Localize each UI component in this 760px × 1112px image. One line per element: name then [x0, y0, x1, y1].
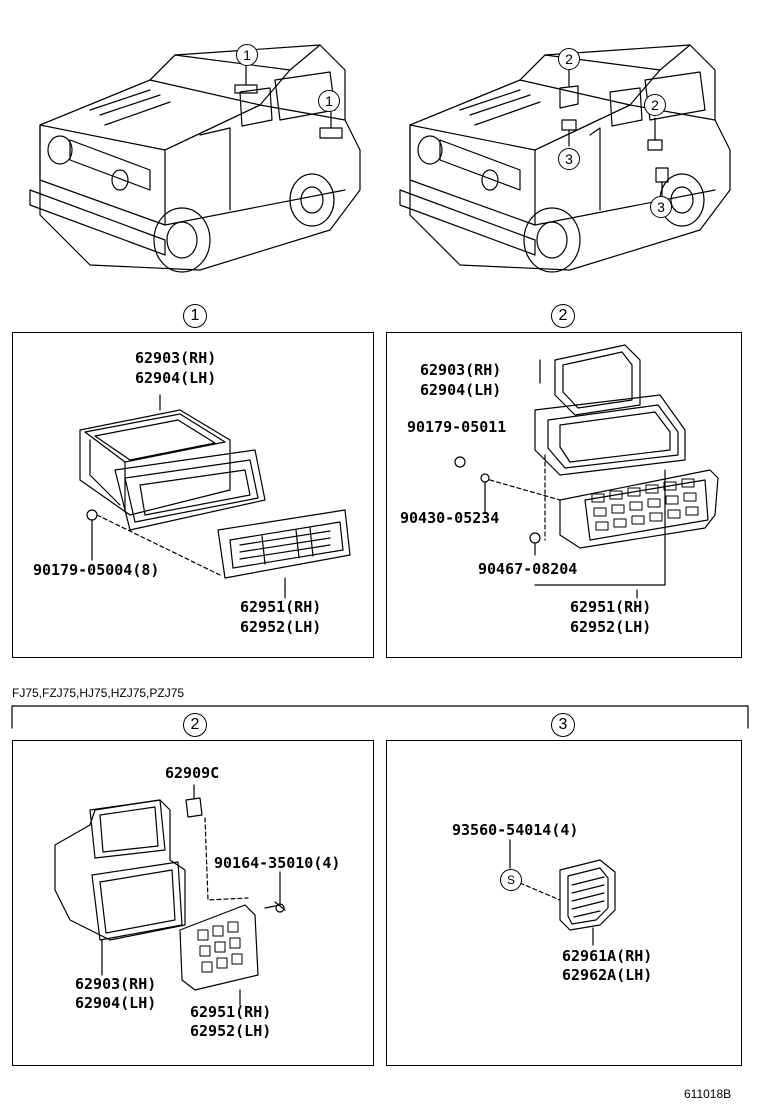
panel-4-frame [386, 740, 742, 1066]
callout-3-roof: 3 [558, 148, 580, 170]
p3-part-lh-label: 62904(LH) [75, 994, 157, 1012]
p1-part-lh-label: 62904(LH) [135, 369, 217, 387]
p2-part-rh-label: 62903(RH) [420, 361, 502, 379]
p2-part-lh-label: 62904(LH) [420, 381, 502, 399]
p1-grille-rh-label: 62951(RH) [240, 598, 322, 616]
p4-grille-rh-label: 62961A(RH) [562, 947, 653, 965]
panel4-grille-drawing [509, 839, 616, 946]
p2-bolt-label: 90179-05011 [407, 418, 507, 436]
panel-3-header: 2 [183, 713, 207, 737]
panel3-duct-drawing [54, 784, 286, 1006]
p1-part-rh-label: 62903(RH) [135, 349, 217, 367]
panel-1-header: 1 [183, 304, 207, 328]
callout-2-roof: 2 [558, 48, 580, 70]
p3-part-rh-label: 62903(RH) [75, 975, 157, 993]
callout-3-side: 3 [650, 196, 672, 218]
model-group-bracket [11, 705, 749, 729]
p1-grille-lh-label: 62952(LH) [240, 618, 322, 636]
p3-clip-label: 62909C [165, 764, 220, 782]
p2-screw-label: 90467-08204 [478, 560, 578, 578]
vehicle-left-illustration [29, 44, 361, 273]
panel-2-frame [386, 332, 742, 658]
panel1-duct-drawing [79, 394, 351, 599]
callout-2-side: 2 [644, 94, 666, 116]
panel2-duct-drawing [454, 344, 719, 599]
diagram-code: 611018B [684, 1087, 732, 1101]
callout-1-side: 1 [318, 90, 340, 112]
p4-grille-lh-label: 62962A(LH) [562, 966, 653, 984]
panel-3-frame [12, 740, 374, 1066]
p3-grille-rh-label: 62951(RH) [190, 1003, 272, 1021]
p3-screw-label: 90164-35010(4) [214, 854, 341, 872]
p3-grille-lh-label: 62952(LH) [190, 1022, 272, 1040]
panel-2-header: 2 [551, 304, 575, 328]
screw-symbol-icon: S [500, 869, 522, 891]
p2-grille-lh-label: 62952(LH) [570, 618, 652, 636]
model-applicability-note: FJ75,FZJ75,HJ75,HZJ75,PZJ75 [12, 686, 185, 700]
p2-washer-label: 90430-05234 [400, 509, 500, 527]
p2-grille-rh-label: 62951(RH) [570, 598, 652, 616]
panel-1-frame [12, 332, 374, 658]
panel-4-header: 3 [551, 713, 575, 737]
p1-bolt-label: 90179-05004(8) [33, 561, 160, 579]
callout-1-roof: 1 [236, 44, 258, 66]
p4-screw-label: 93560-54014(4) [452, 821, 579, 839]
